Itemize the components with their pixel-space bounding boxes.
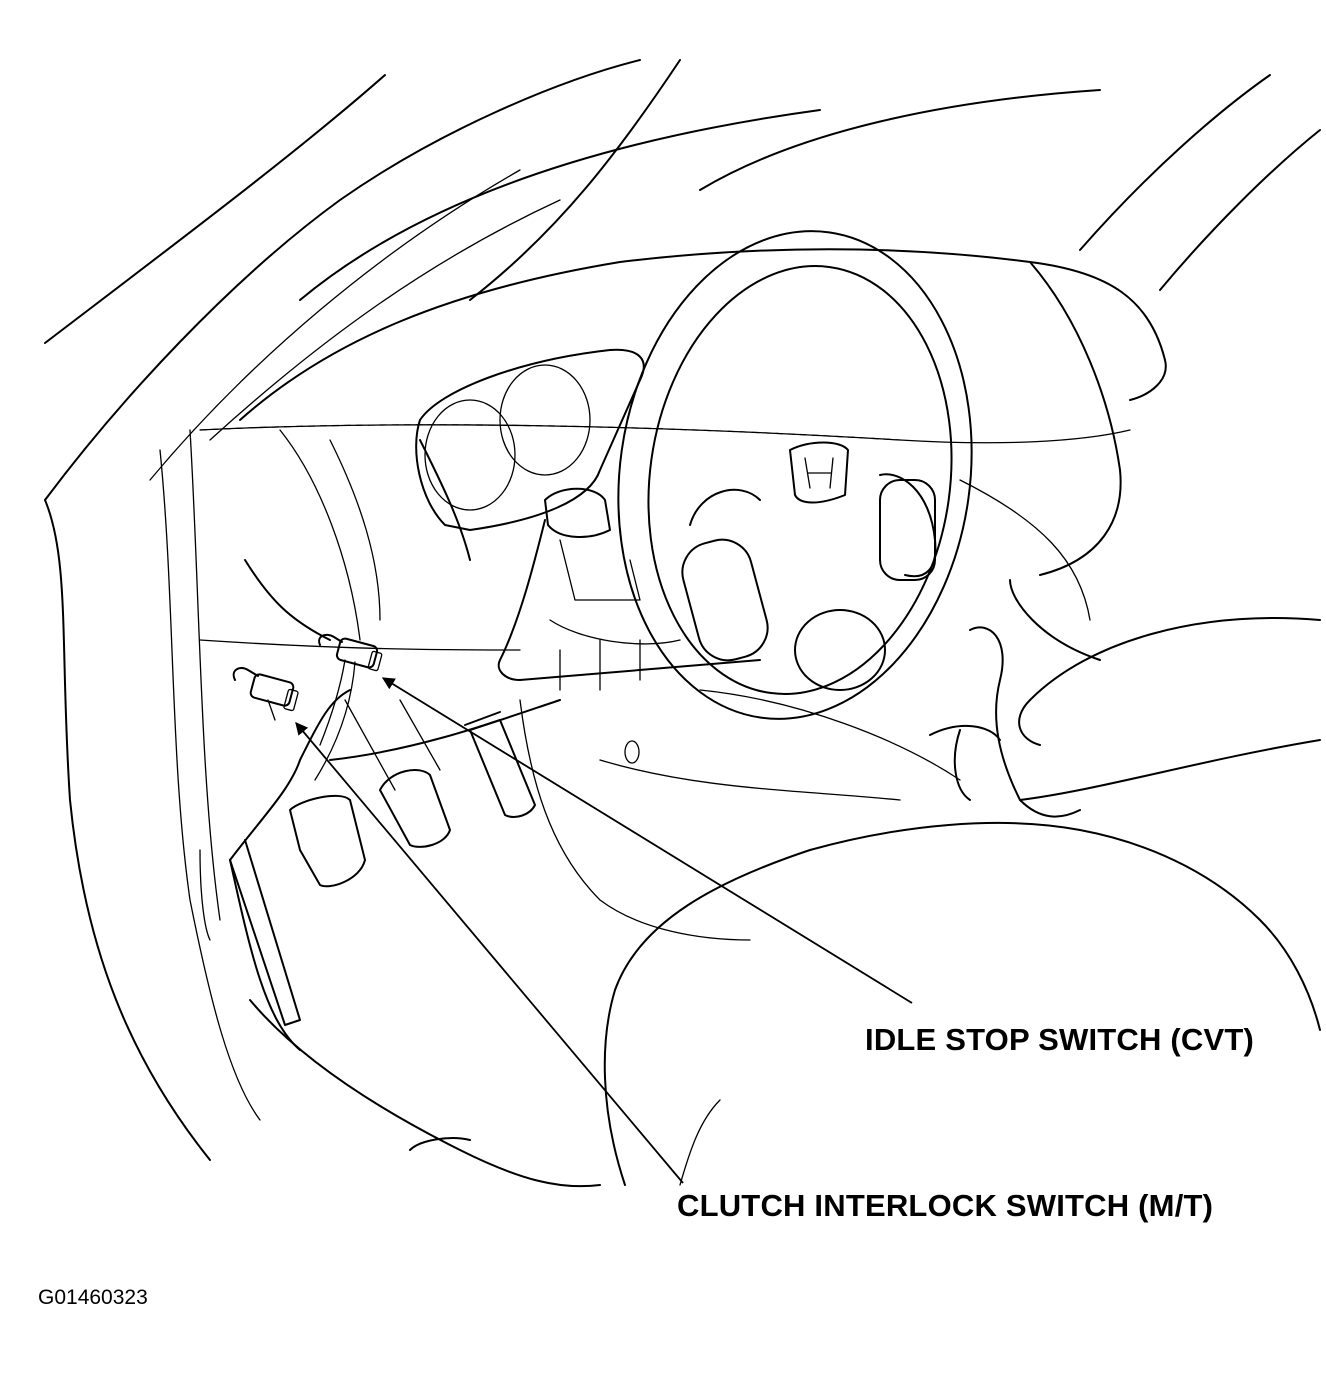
clutch-interlock-switch-icon bbox=[232, 667, 299, 721]
clutch-interlock-leader-arrow bbox=[295, 722, 684, 1184]
callout-leaders bbox=[295, 677, 913, 1184]
steering-column bbox=[497, 487, 761, 691]
figure-id: G01460323 bbox=[38, 1286, 148, 1309]
lower-dash bbox=[199, 429, 561, 861]
honda-emblem bbox=[789, 441, 849, 504]
driver-seat bbox=[603, 821, 1321, 1186]
pedals bbox=[289, 699, 536, 888]
instrument-cluster bbox=[415, 348, 645, 531]
windshield-lines bbox=[469, 59, 1321, 301]
idle-stop-leader-arrow bbox=[381, 677, 913, 1004]
door-frame bbox=[44, 429, 301, 1161]
clutch-interlock-switch-label: CLUTCH INTERLOCK SWITCH (M/T) bbox=[677, 1188, 1214, 1223]
floor-lines bbox=[249, 699, 751, 1188]
dashboard bbox=[199, 248, 1321, 746]
center-console bbox=[599, 626, 1321, 818]
idle-stop-switch-label: IDLE STOP SWITCH (CVT) bbox=[865, 1022, 1255, 1057]
a-pillar-lines bbox=[44, 59, 821, 501]
idle-stop-switch-icon bbox=[314, 633, 383, 781]
steering-wheel bbox=[617, 230, 973, 720]
